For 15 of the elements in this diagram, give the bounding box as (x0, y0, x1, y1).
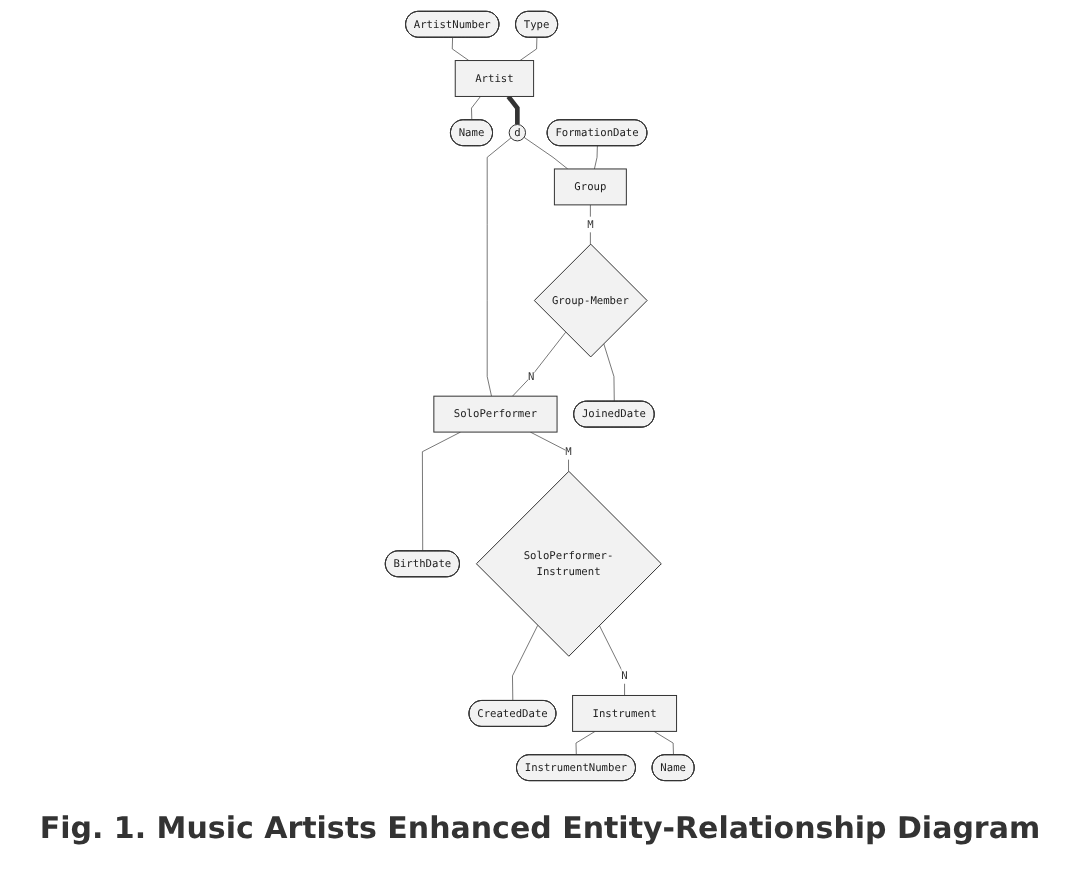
connector (422, 430, 462, 551)
connector (575, 730, 596, 755)
connector (603, 342, 615, 401)
connector (594, 144, 598, 169)
connector (452, 36, 470, 60)
connector (530, 430, 570, 471)
connector (512, 330, 567, 396)
connector (512, 624, 539, 701)
connector (653, 730, 675, 755)
connector (506, 94, 520, 124)
figure-caption: Fig. 1. Music Artists Enhanced Entity-Relationship Diagram (39, 810, 1041, 846)
connector (487, 136, 512, 396)
connector (471, 95, 482, 120)
connector (519, 36, 538, 60)
connector (524, 136, 569, 169)
